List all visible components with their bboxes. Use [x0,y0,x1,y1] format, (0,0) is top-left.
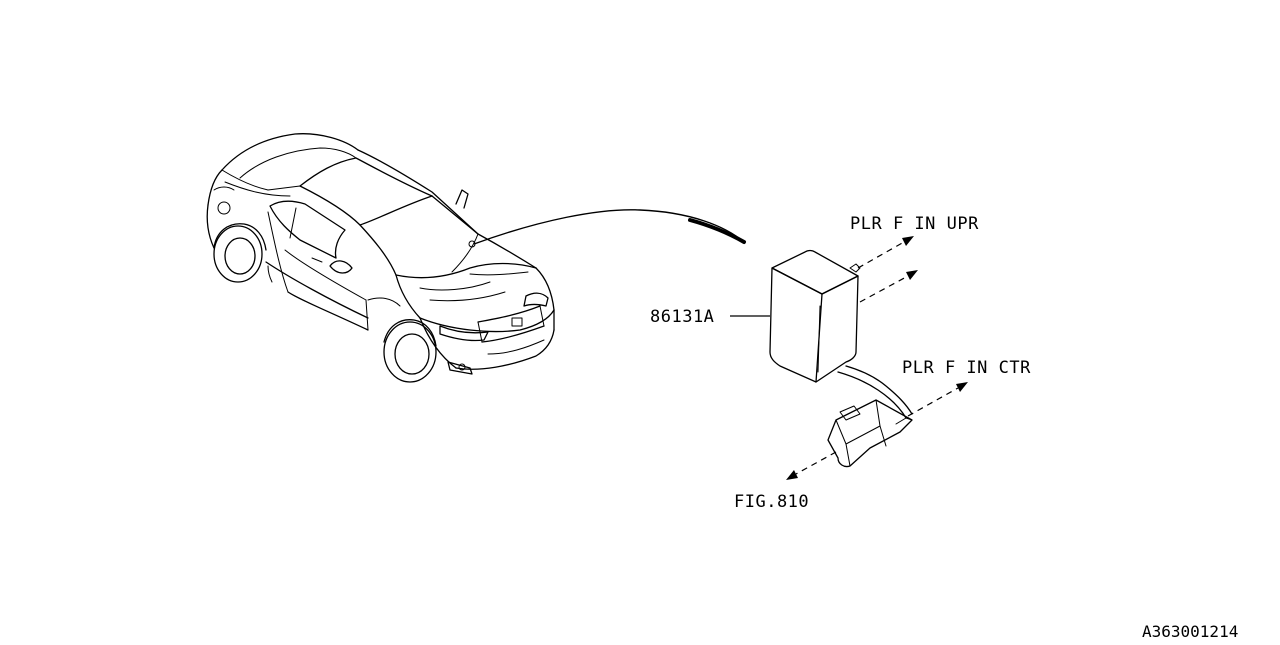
control-unit-box [769,249,861,383]
figure-ref-dashed-arrow [786,451,837,480]
label-plr-f-in-upr: PLR F IN UPR [850,214,979,234]
harness-connector [827,365,913,468]
label-plr-f-in-ctr: PLR F IN CTR [902,358,1031,378]
upper-dashed-arrows [857,236,918,303]
vehicle-illustration [206,133,555,383]
leader-curve [473,209,745,245]
part-number-label: 86131A [650,307,714,327]
diagram-reference-code: A363001214 [1142,622,1238,640]
label-figure-reference: FIG.810 [734,492,809,512]
center-dashed-arrow [907,382,968,417]
